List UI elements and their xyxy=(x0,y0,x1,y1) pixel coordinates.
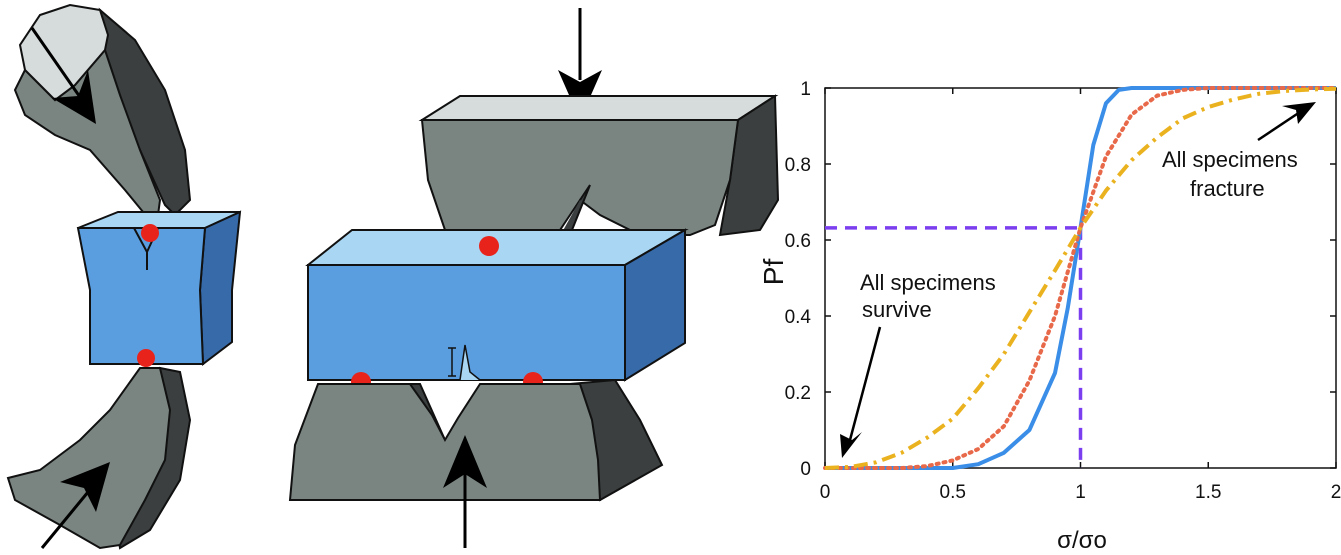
x-axis-title: σ/σo xyxy=(1057,527,1107,554)
middle-bending-illustration xyxy=(288,8,780,548)
upper-block-top-face xyxy=(418,95,779,121)
x-tick-label: 2 xyxy=(1331,482,1341,503)
survive-annotation-line1: All specimens xyxy=(860,270,996,295)
beam-crack xyxy=(459,344,481,381)
chart-tick-labels: 0 0.5 1 1.5 2 0 0.2 0.4 0.6 0.8 1 xyxy=(785,79,1341,503)
lower-support-body xyxy=(288,383,602,501)
fracture-arrow xyxy=(1257,102,1316,142)
beam-contact-point-top xyxy=(479,236,499,256)
x-tick-label: 1 xyxy=(1075,482,1086,503)
survive-arrow xyxy=(840,326,882,458)
left-upper-force-arrow xyxy=(30,27,96,124)
chart-series xyxy=(823,86,1338,470)
middle-specimen-beam xyxy=(305,228,689,392)
series-line-solid xyxy=(825,86,1336,470)
reference-lines xyxy=(825,226,1083,468)
weibull-chart: 0 0.5 1 1.5 2 0 0.2 0.4 0.6 0.8 1 σ/σo Pf All spec… xyxy=(758,79,1341,554)
y-tick-label: 0.8 xyxy=(785,155,811,176)
lower-left-anvil xyxy=(6,366,192,550)
series-line-dashdot xyxy=(824,86,1337,470)
left-lower-force-arrow xyxy=(40,462,110,549)
x-tick-label: 0 xyxy=(820,482,831,503)
lower-left-anvil-body xyxy=(6,367,172,550)
fracture-annotation-line2: fracture xyxy=(1190,176,1265,201)
upper-loading-block xyxy=(418,94,780,257)
beam-crack-marker xyxy=(448,347,456,377)
beam-front-face xyxy=(307,264,626,381)
fracture-annotation-line1: All specimens xyxy=(1162,147,1298,172)
y-tick-label: 0.6 xyxy=(785,231,811,252)
y-tick-label: 1 xyxy=(800,79,811,100)
y-tick-label: 0 xyxy=(800,459,811,480)
left-contact-point-top xyxy=(141,224,159,242)
left-specimen-side-face xyxy=(198,210,242,366)
y-axis-title: Pf xyxy=(758,259,789,286)
left-specimen-front-face xyxy=(76,227,207,365)
left-specimen xyxy=(76,210,242,367)
y-tick-label: 0.4 xyxy=(785,307,812,328)
lower-supports xyxy=(288,378,664,502)
x-tick-label: 1.5 xyxy=(1195,482,1221,503)
left-contact-point-bottom xyxy=(137,349,155,367)
middle-bottom-force-arrow xyxy=(443,435,487,548)
y-tick-label: 0.2 xyxy=(785,383,811,404)
left-loading-illustration xyxy=(6,3,242,550)
upper-left-anvil-top xyxy=(18,3,110,102)
series-line-dotted xyxy=(823,86,1338,470)
survive-annotation-line2: survive xyxy=(862,297,932,322)
upper-left-anvil xyxy=(13,3,192,220)
x-tick-label: 0.5 xyxy=(940,482,966,503)
